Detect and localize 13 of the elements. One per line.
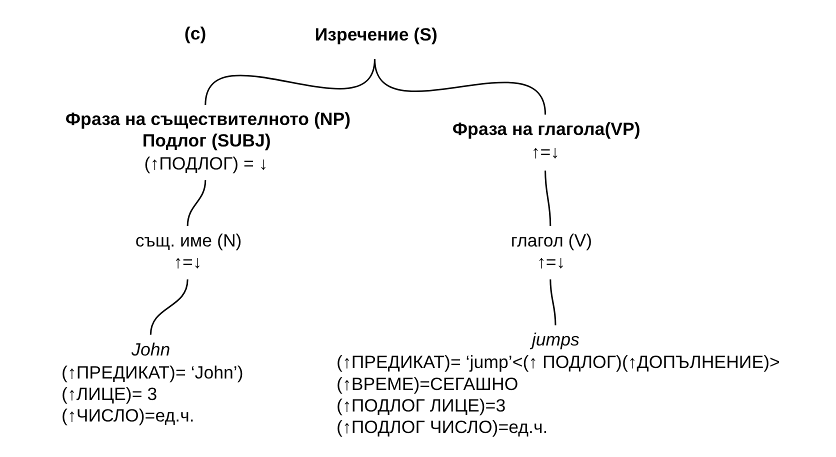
- connector: [186, 180, 206, 226]
- node-text: Изречение (S): [314, 24, 438, 44]
- node-text: jumps (↑ПРЕДИКАТ)= ‘jump’<(↑ ПОДЛОГ)(↑ДОПЪЛНЕНИЕ)> (↑ВРЕМЕ)=СЕГАШНО (↑ПОДЛОГ ЛИЦЕ)=3 (↑ПОДЛОГ ЧИСЛО)=ед.ч.: [336, 329, 780, 438]
- node-text: същ. име (N) ↑=↓: [135, 230, 242, 272]
- node-text: John (↑ПРЕДИКАТ)= ‘John’) (↑ЛИЦЕ)= 3 (↑ЧИСЛО)=ед.ч.: [62, 339, 244, 426]
- connector: [150, 279, 188, 335]
- node-text: Фраза на съществителното (NP) Подлог (SUBJ) (↑ПОДЛОГ) = ↓: [65, 109, 351, 174]
- node-text: Фраза на глагола(VP) ↑=↓: [452, 119, 640, 162]
- connector: [374, 59, 546, 115]
- connector: [544, 170, 552, 226]
- label: (c): [184, 24, 206, 44]
- node-text: глагол (V) ↑=↓: [510, 230, 592, 272]
- connector: [550, 279, 556, 326]
